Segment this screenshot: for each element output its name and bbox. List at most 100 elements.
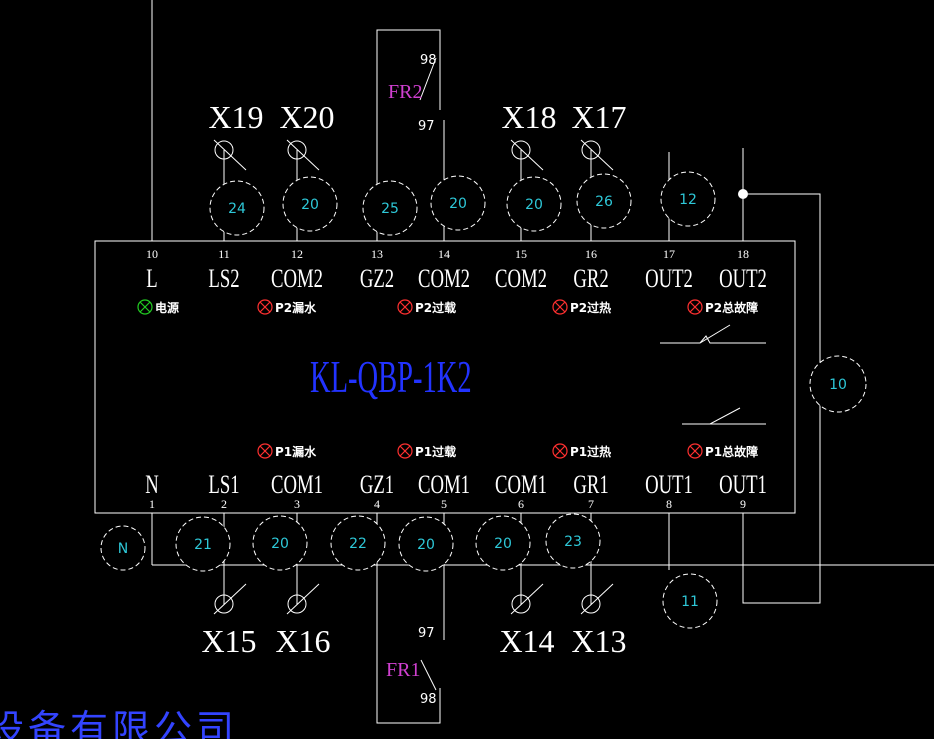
sensor-icon [511,140,531,160]
terminal-number: 10 [146,247,158,261]
indicator-label: P1漏水 [275,444,317,459]
wire-number: N [118,541,128,557]
sensor-label: X18 [501,99,556,135]
wire-number: 10 [829,377,847,393]
terminal-number: 13 [371,247,383,261]
wire-number: 20 [494,536,512,552]
indicator-label: P2漏水 [275,300,317,315]
company-name: 设备有限公司 [0,707,238,739]
led-icon [552,443,568,459]
led-icon [687,299,703,315]
terminal-number: 15 [515,247,527,261]
led-icon [552,299,568,315]
terminal-label: COM1 [495,470,547,499]
indicator-led: P2漏水 [257,299,317,315]
terminal-label: COM1 [271,470,323,499]
sensor-label: X19 [208,99,263,135]
terminal-number: 14 [438,247,450,261]
led-icon [137,299,153,315]
sensor-probe: X16 [275,583,331,659]
sensor-probe: X19 [208,99,264,171]
terminal-label: LS2 [208,264,239,293]
fr2-label: FR2 [388,81,422,103]
wire-number: 20 [271,536,289,552]
junction-dot [738,189,748,199]
led-icon [687,443,703,459]
terminal-number: 6 [518,497,524,511]
fr1-label: FR1 [386,659,420,681]
controller-box [94,240,796,514]
indicator-led: P1过载 [397,443,456,459]
wire-number-circle: 26 [576,173,632,229]
sensor-label: X17 [571,99,626,135]
terminal-number: 7 [588,497,594,511]
wire-number: 11 [681,594,699,610]
sensor-label: X16 [275,623,330,659]
sensor-probe: X14 [499,583,555,659]
terminal-label: COM2 [418,264,470,293]
terminal-number: 16 [585,247,597,261]
terminal-label: GZ1 [360,470,394,499]
model-label: KL-QBP-1K2 [310,352,472,402]
sensor-icon [287,594,307,614]
sensor-icon [511,594,531,614]
wire-number-circle: 23 [545,513,601,569]
indicator-label: 电源 [155,300,179,315]
sensor-label: X20 [279,99,334,135]
led-icon [257,299,273,315]
wire-number: 20 [525,197,543,213]
wire-number: 23 [564,534,582,550]
sensor-icon [581,594,601,614]
wire-number-circle: 25 [362,180,418,236]
led-icon [397,299,413,315]
sensor-icon [287,140,307,160]
wire-number: 20 [301,197,319,213]
terminal-number: 18 [737,247,749,261]
wire-number: 12 [679,192,697,208]
terminal-number: 3 [294,497,300,511]
indicator-led: P2过载 [397,299,456,315]
fr2-pin-top: 98 [420,53,437,68]
sensor-icon [214,140,234,160]
terminal-label: LS1 [208,470,239,499]
wire-number-circle: 20 [282,176,338,232]
wire-number-circle: 22 [330,515,386,571]
wire-number-circle: 20 [430,175,486,231]
wire-number-circle: 21 [175,516,231,572]
terminal-label: COM1 [418,470,470,499]
wire-number: 20 [417,537,435,553]
terminal-label: OUT2 [645,264,693,293]
fr2-pin-bottom: 97 [418,119,435,134]
wire-number-circle: 24 [209,180,265,236]
wire-number-circle: 11 [662,573,718,629]
terminal-label: OUT1 [719,470,767,499]
terminal-label: GZ2 [360,264,394,293]
indicator-led: P1漏水 [257,443,317,459]
wire-number: 25 [381,201,399,217]
fr1-pin-bottom: 98 [420,692,437,707]
indicator-led: P2总故障 [687,299,758,315]
terminal-number: 11 [218,247,230,261]
wire-number-circle: 20 [506,176,562,232]
indicator-led: P2过热 [552,299,611,315]
fr1-pin-top: 97 [418,626,435,641]
terminal-number: 9 [740,497,746,511]
indicator-label: P2过载 [415,300,456,315]
wire-number: 24 [228,201,246,217]
terminal-label: L [146,264,157,293]
sensor-label: X13 [571,623,626,659]
terminal-number: 1 [149,497,155,511]
indicator-label: P1总故障 [705,444,758,459]
indicator-led: P1过热 [552,443,611,459]
wire-number: 22 [349,536,367,552]
sensor-probe: X17 [571,99,627,171]
sensor-label: X14 [499,623,554,659]
sensor-probe: X20 [279,99,335,171]
sensor-icon [581,140,601,160]
terminal-number: 4 [374,497,380,511]
wire-number-circle: 20 [252,515,308,571]
terminal-label: OUT2 [719,264,767,293]
terminal-number: 17 [663,247,675,261]
sensor-label: X15 [201,623,256,659]
